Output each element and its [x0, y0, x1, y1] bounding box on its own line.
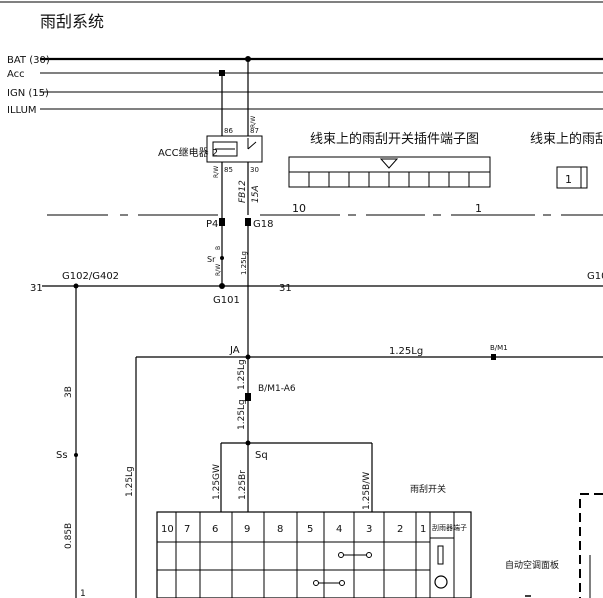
sq-label: Sq — [255, 450, 268, 461]
g101-ground-dot — [219, 283, 225, 289]
relay-pin-87: 87 — [250, 127, 259, 135]
ss-splice-dot — [74, 453, 78, 457]
relay-pin-85: 85 — [224, 166, 233, 174]
ja-label: JA — [229, 345, 240, 356]
g101-label: G101 — [213, 295, 240, 306]
auto-ac-label: 自动空调面板 — [505, 559, 559, 571]
switch-pin-5: 5 — [307, 524, 313, 535]
switch-pin-7: 7 — [184, 524, 190, 535]
sr-label: Sr — [207, 255, 216, 264]
relay-pin-30: 30 — [250, 166, 259, 174]
acc-bus-label: Acc — [7, 69, 25, 80]
switch-pin-6: 6 — [212, 524, 218, 535]
relay-coil — [212, 141, 238, 157]
switch-pin-9: 9 — [244, 524, 250, 535]
acc-relay — [206, 128, 263, 215]
auto-ac-panel-border — [579, 493, 603, 598]
switch-symbol-bar — [437, 545, 444, 565]
harness-pin-right: 1 — [475, 202, 482, 215]
harness-title: 线束上的雨刮开关插件端子图 — [310, 131, 479, 147]
wire-label-4b: 1.25Lg — [237, 399, 247, 430]
wire-label-4: 1.25Lg — [237, 359, 247, 390]
harness-right-box — [556, 166, 588, 189]
g18-label: G18 — [253, 219, 273, 230]
ground-label-left: 31 — [30, 283, 43, 294]
diagram-title: 雨刮系统 — [40, 12, 104, 31]
ground-label-mid: 31 — [279, 283, 292, 294]
wire-label-bw: 1.25B/W — [362, 472, 372, 510]
sr-splice-dot — [220, 256, 224, 260]
switch-pin-10: 10 — [161, 524, 174, 535]
switch-pin-8: 8 — [277, 524, 283, 535]
switch-label: 雨刮开关 — [410, 483, 446, 495]
switch-pin-2: 2 — [397, 524, 403, 535]
relay-wire-code-left: R/W — [213, 166, 220, 178]
wire-label-1: 1.25Lg — [240, 251, 248, 275]
switch-right-column-label: 刮雨器端子 — [432, 523, 467, 532]
harness-connector-view — [288, 156, 491, 188]
mid-splice-label: B/M1-A6 — [258, 384, 296, 394]
p4-connector — [219, 218, 225, 226]
small-label-rw: R/W — [215, 264, 222, 276]
switch-pin-3: 3 — [366, 524, 372, 535]
wire-label-2: 1.25Lg — [389, 346, 423, 357]
illum-bus-label: ILLUM — [7, 105, 37, 116]
relay-pin-86: 86 — [224, 127, 233, 135]
p4-label: P4 — [206, 219, 218, 230]
ground-label-right: G10 — [587, 271, 603, 282]
switch-pin-4: 4 — [336, 524, 342, 535]
harness-right-box-label: 1 — [565, 173, 572, 186]
ground-split-label: G102/G402 — [62, 271, 119, 282]
key-notch-icon — [379, 158, 399, 169]
ign-bus-label: IGN (15) — [7, 88, 49, 99]
switch-table — [156, 511, 472, 598]
ss-label: Ss — [56, 450, 68, 461]
small-label-b: B — [215, 246, 222, 250]
power-bus-lines — [40, 57, 603, 110]
wire-label-gw: 1.25GW — [212, 464, 222, 500]
left-bottom-label: 1 — [80, 589, 86, 598]
bat-bus-label: BAT (30) — [7, 55, 50, 66]
switch-symbol-circle — [434, 575, 448, 589]
wire-label-br: 1.25Br — [238, 470, 248, 500]
relay-wire-code-right: R/W — [250, 116, 257, 128]
right-connector — [491, 354, 496, 360]
fuse-rating: 15A — [251, 185, 261, 203]
harness-pin-left: 10 — [292, 202, 306, 215]
switch-contacts — [313, 552, 372, 586]
wire-label-3: 1.25Lg — [125, 466, 135, 497]
switch-pin-1: 1 — [420, 524, 426, 535]
harness-title-right: 线束上的雨刮 — [530, 131, 603, 147]
right-splice-label: B/M1 — [490, 344, 508, 352]
g18-connector — [245, 218, 251, 226]
wire-label-3b: 3B — [64, 386, 74, 398]
mid-connector — [245, 393, 251, 401]
relay-label: ACC继电器 2 — [158, 146, 218, 159]
wire-label-085b: 0.85B — [64, 523, 74, 549]
fuse-name: FB12 — [238, 180, 248, 203]
